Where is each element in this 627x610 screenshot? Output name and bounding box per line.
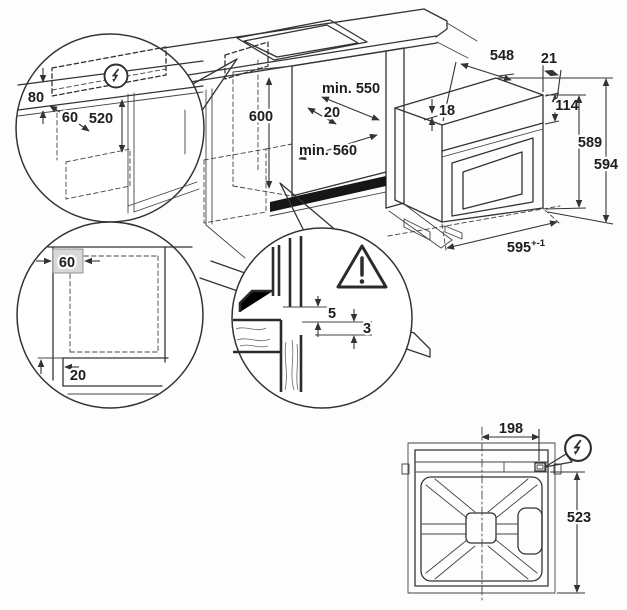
dim-gap-5: 5 [328,306,336,322]
dim-niche-width: min. 560 [299,143,357,159]
dim-niche-depth: min. 550 [322,81,380,97]
connection-zone-side [52,248,84,274]
connection-zone-shading [224,41,269,80]
dim-niche-height: 600 [249,109,273,125]
detail-circle-gap: 5 3 [231,182,413,409]
rear-panel [420,476,543,582]
dim-connection-offset: 60 [62,110,78,126]
cabinet-niche [203,47,453,259]
oven-door-window [462,151,523,210]
connection-box [51,46,167,97]
dim-oven-depth: 548 [490,48,514,64]
dim-oven-top: 18 [439,103,455,119]
detail-circle-side-view: 60 20 [16,221,204,409]
power-connection-icon [564,434,592,462]
dim-rear-height: 523 [567,510,591,526]
detail-circle-connection: 80 60 520 [15,33,238,223]
oven-dimensions: 548 21 18 114 589 594 595+-1 [423,46,620,258]
dim-side-offset: 60 [59,255,75,271]
dim-oven-front: 21 [541,51,557,67]
dim-rear-connector-offset: 198 [499,421,523,437]
oven-door [451,137,534,217]
oven-rear-view: 198 523 [401,419,593,601]
plinth-gap-strip [270,176,386,212]
niche-dimensions: 600 min. 550 20 min. 560 [247,77,382,189]
kitchen-scene: 600 min. 550 20 min. 560 [149,8,620,601]
dim-oven-height-589: 589 [578,135,602,151]
warning-triangle-icon [336,244,388,289]
dim-niche-clearance: 20 [324,105,340,121]
mains-connector [534,462,546,472]
power-connection-icon [103,63,129,89]
dim-oven-height-594: 594 [594,157,618,173]
cooktop-cutout [236,19,368,61]
dim-plinth-setback: 20 [70,368,86,384]
dim-connection-drop: 520 [89,111,113,127]
dim-oven-panel: 114 [555,98,578,114]
dim-worktop-thickness: 80 [28,90,44,106]
dim-oven-width: 595+-1 [507,238,546,256]
dim-gap-3: 3 [363,321,371,337]
oven-perspective-view [387,77,561,251]
